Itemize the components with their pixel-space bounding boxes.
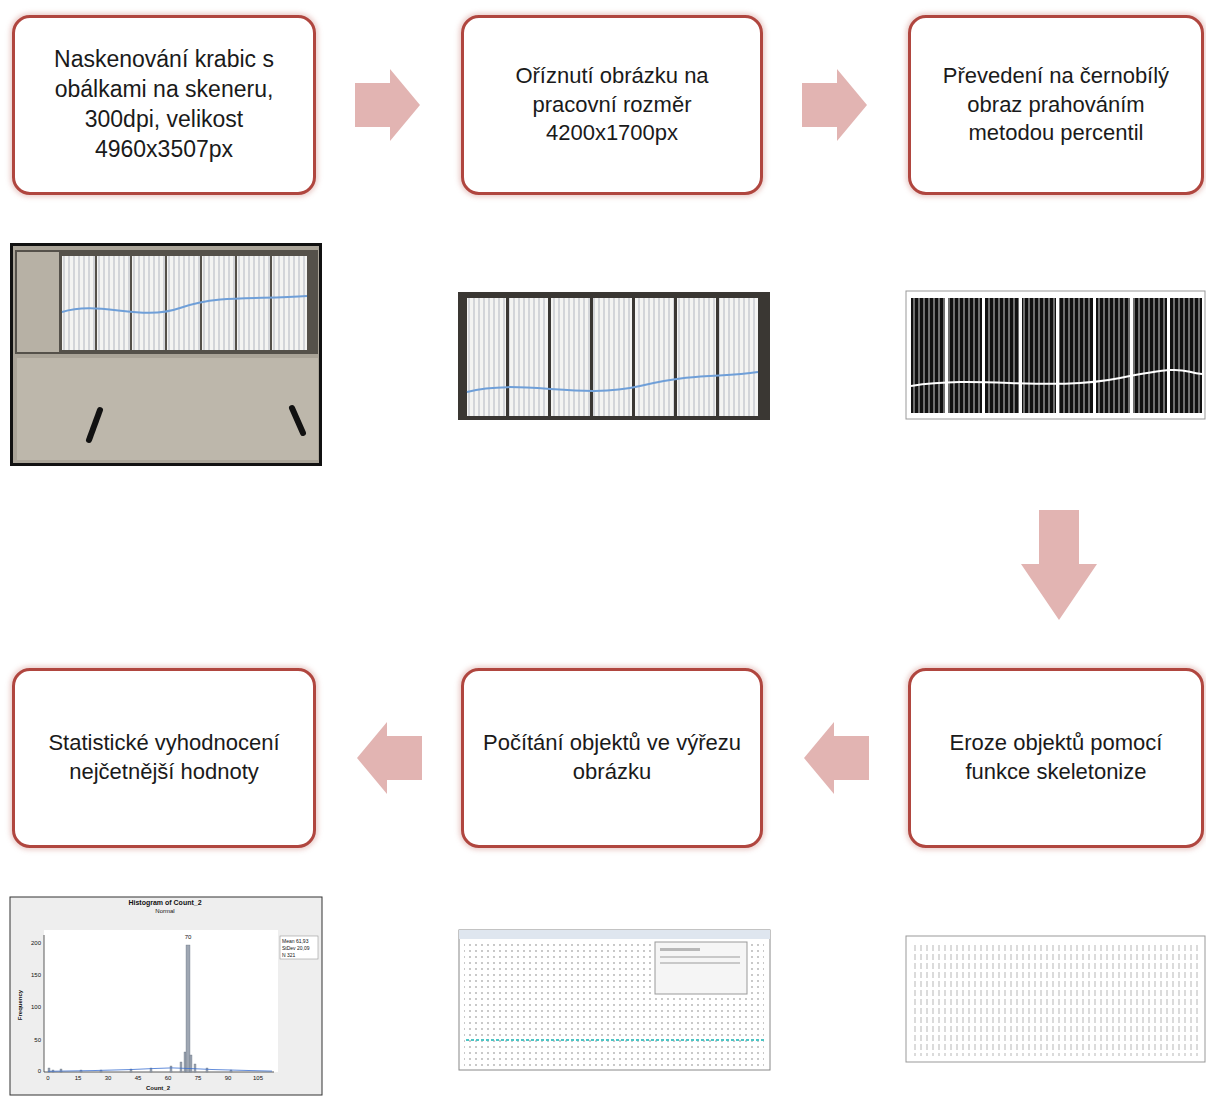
chart-label: N 321 (282, 953, 295, 958)
histogram-chart (10, 897, 322, 1095)
step-text: Počítání objektů ve výřezu obrázku (478, 729, 746, 786)
chart-label: 75 (195, 1075, 202, 1081)
process-box: Počítání objektů ve výřezu obrázku (461, 668, 763, 848)
threshold-image (906, 291, 1205, 419)
chart-label: 60 (165, 1075, 172, 1081)
flow-arrow (802, 69, 867, 141)
skeleton-image (906, 936, 1205, 1062)
step-text: Oříznutí obrázku na pracovní rozměr 4200… (478, 62, 746, 148)
chart-label: 105 (253, 1075, 263, 1081)
flow-arrow (357, 722, 422, 794)
chart-label: 50 (34, 1037, 41, 1043)
process-box: Naskenování krabic s obálkami na skeneru… (12, 15, 316, 195)
step-text: Naskenování krabic s obálkami na skeneru… (29, 45, 299, 165)
chart-label: Mean 61,93 (282, 939, 308, 944)
chart-label: Count_2 (146, 1085, 170, 1091)
flow-arrow (1021, 510, 1097, 620)
chart-label: Normal (155, 908, 174, 914)
step-text: Eroze objektů pomocí funkce skeletonize (925, 729, 1187, 786)
chart-label: Histogram of Count_2 (128, 899, 201, 906)
flow-arrow (804, 722, 869, 794)
chart-label: 100 (31, 1004, 41, 1010)
scan-photo (10, 243, 322, 466)
chart-label: 45 (135, 1075, 142, 1081)
chart-label: 0 (46, 1075, 49, 1081)
step-text: Převedení na černobílý obraz prahováním … (925, 62, 1187, 148)
chart-label: StDev 20,09 (282, 946, 310, 951)
chart-label: 70 (185, 934, 192, 940)
chart-label: Frequency (17, 990, 23, 1020)
chart-label: 0 (38, 1068, 41, 1074)
chart-label: 90 (225, 1075, 232, 1081)
chart-label: 30 (105, 1075, 112, 1081)
cropped-photo (458, 292, 770, 420)
process-box: Eroze objektů pomocí funkce skeletonize (908, 668, 1204, 848)
chart-label: 15 (75, 1075, 82, 1081)
chart-label: 200 (31, 940, 41, 946)
chart-label: 150 (31, 972, 41, 978)
process-box: Statistické vyhodnocení nejčetnější hodn… (12, 668, 316, 848)
process-box: Oříznutí obrázku na pracovní rozměr 4200… (461, 15, 763, 195)
step-text: Statistické vyhodnocení nejčetnější hodn… (29, 729, 299, 786)
flow-arrow (355, 69, 420, 141)
process-box: Převedení na černobílý obraz prahováním … (908, 15, 1204, 195)
counting-screenshot (459, 930, 770, 1070)
